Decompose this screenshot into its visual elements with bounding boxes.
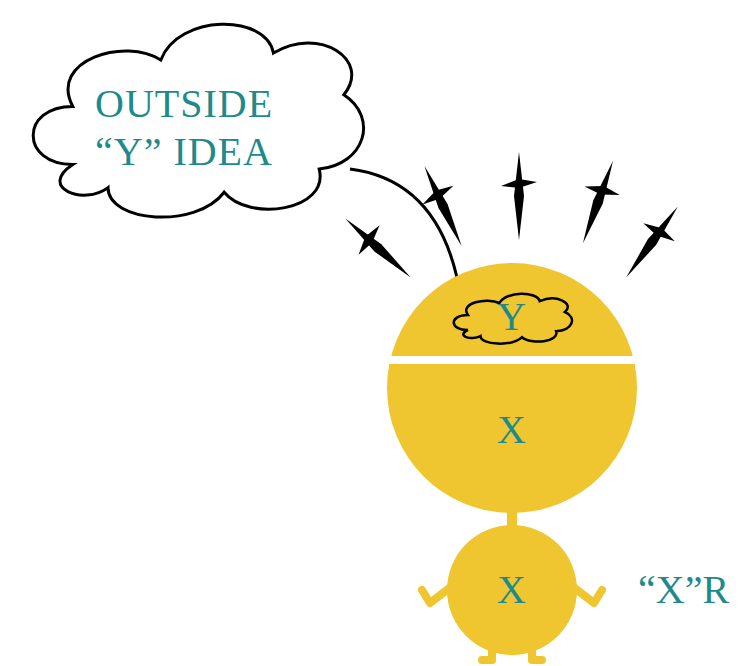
spike-dagger xyxy=(501,152,537,240)
spike-crossbar xyxy=(501,179,537,188)
spike-crossbar xyxy=(584,180,621,201)
figure-head: XY xyxy=(387,263,637,513)
spike-blade xyxy=(578,159,617,245)
spike-dagger xyxy=(408,159,478,254)
spike-blade xyxy=(342,215,414,281)
node-text: Y xyxy=(449,293,575,341)
spike-crossbar xyxy=(420,183,456,206)
node-text: X xyxy=(387,406,637,454)
node-text: OUTSIDE “Y” IDEA xyxy=(95,80,325,176)
spike-blade xyxy=(514,152,524,240)
spike-dagger xyxy=(566,154,630,249)
body-circle xyxy=(447,525,577,655)
spike-crossbar xyxy=(642,218,676,246)
part-label: “X”R xyxy=(638,566,729,614)
cloud-outline xyxy=(33,24,363,217)
head-circle xyxy=(387,263,637,513)
spike-blade xyxy=(420,164,466,248)
spike-blade xyxy=(622,203,682,280)
figure-body: X xyxy=(447,525,577,655)
spike-dagger xyxy=(333,205,422,291)
thought-cloud: OUTSIDE “Y” IDEA xyxy=(20,2,372,234)
node-text: X xyxy=(447,566,577,614)
inner-thought-cloud: Y xyxy=(449,288,575,348)
spike-crossbar xyxy=(353,223,384,256)
spike-dagger xyxy=(612,196,693,288)
head-divider xyxy=(385,356,639,364)
